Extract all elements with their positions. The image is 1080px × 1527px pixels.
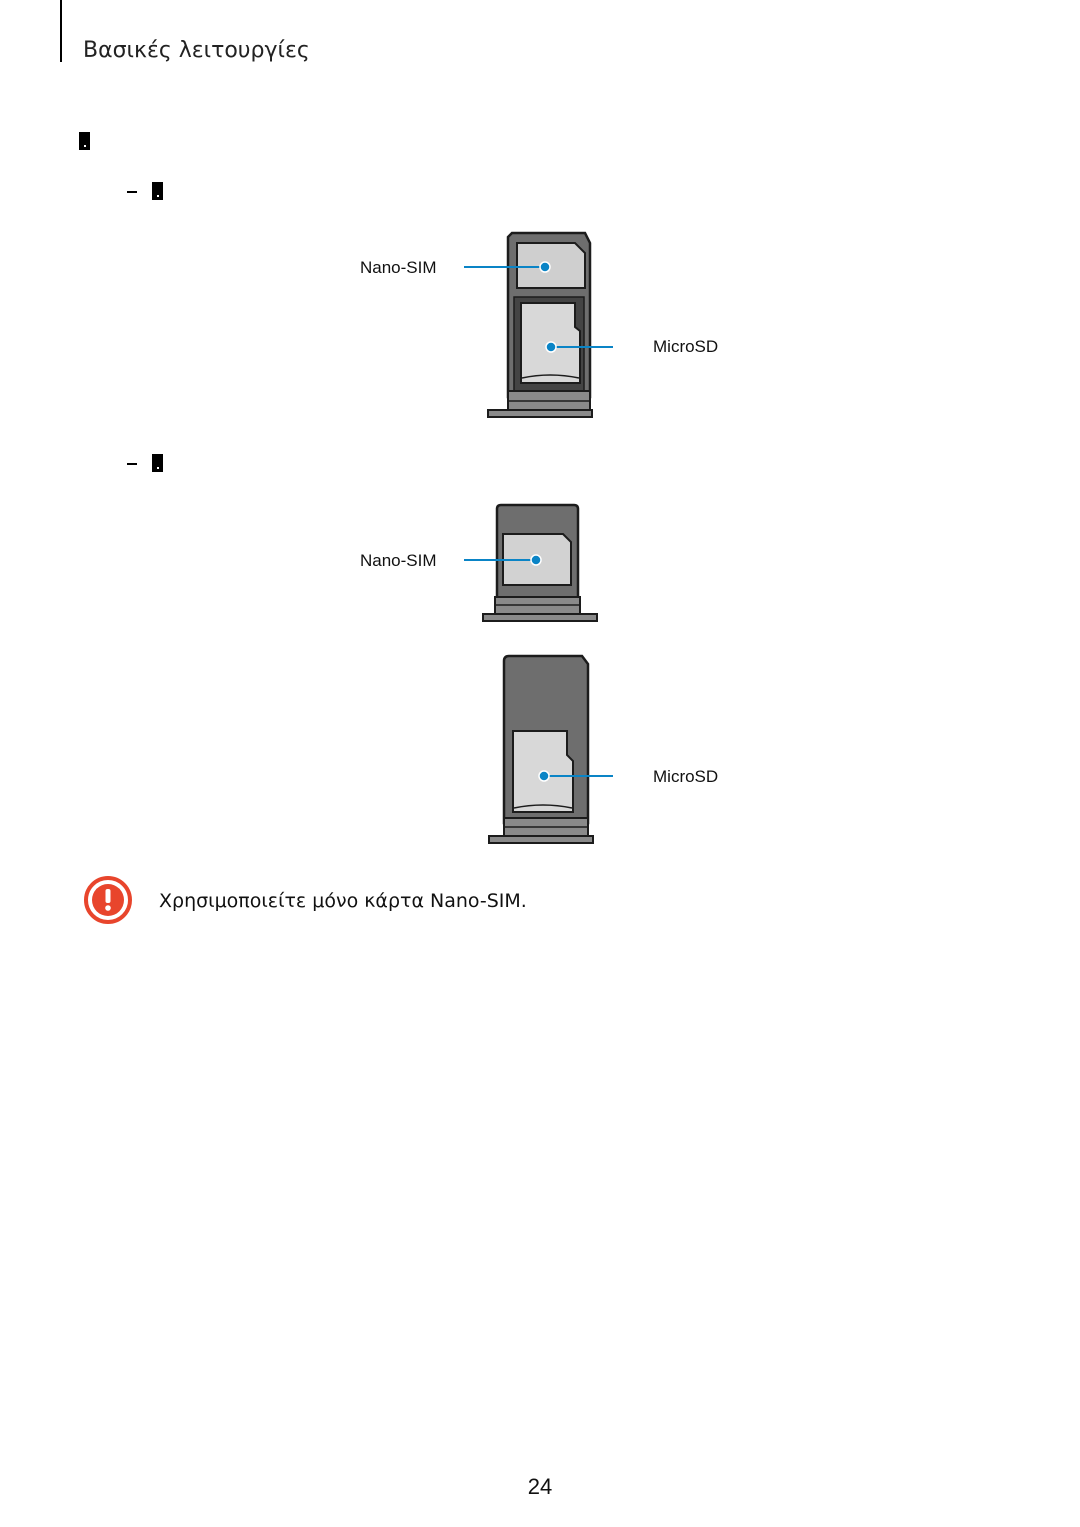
list-dash — [127, 463, 137, 465]
microsd-label: MicroSD — [653, 337, 719, 356]
microsd-tray-illustration — [488, 654, 594, 844]
list-dash — [127, 191, 137, 193]
missing-glyph-icon — [79, 132, 90, 150]
missing-glyph-icon — [152, 454, 163, 472]
caution-text: Χρησιμοποιείτε μόνο κάρτα Nano-SIM. — [159, 890, 527, 912]
microsd-label: MicroSD — [653, 767, 719, 786]
nano-sim-callout-2 — [464, 554, 542, 566]
page-number: 24 — [527, 1474, 553, 1499]
page-section-title: Βασικές λειτουργίες — [83, 38, 310, 63]
caution-icon — [84, 876, 132, 924]
nano-sim-label: Nano-SIM — [360, 258, 437, 277]
nano-sim-label: Nano-SIM — [360, 551, 437, 570]
microsd-callout-2 — [538, 770, 613, 782]
missing-glyph-icon — [152, 182, 163, 200]
header-rule — [60, 0, 62, 62]
microsd-callout — [545, 341, 613, 353]
nano-sim-callout — [464, 261, 551, 273]
combined-tray-illustration — [487, 231, 593, 418]
